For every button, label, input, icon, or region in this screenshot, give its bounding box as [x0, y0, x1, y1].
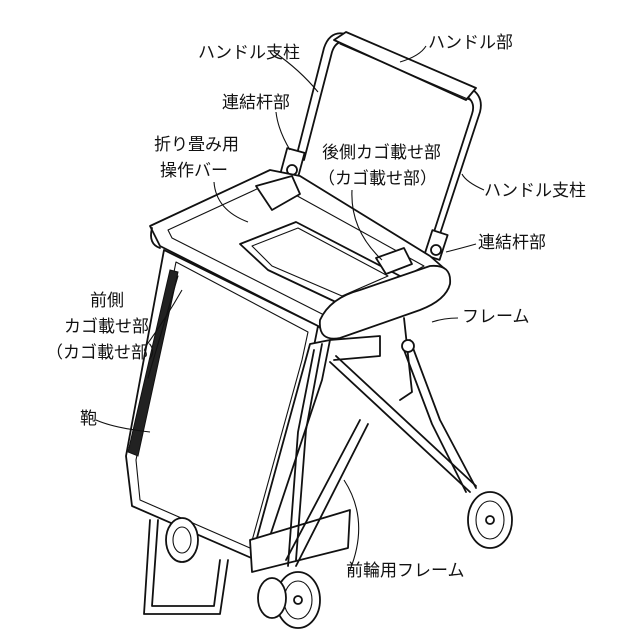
label-front-wheel-frame: 前輪用フレーム: [346, 561, 465, 581]
label-handle-post-left: ハンドル支柱: [198, 43, 300, 63]
label-front-basket-1: 前側: [90, 291, 124, 311]
label-frame: フレーム: [462, 307, 530, 327]
label-handle-post-right: ハンドル支柱: [484, 181, 586, 201]
label-rear-basket-1: 後側カゴ載せ部: [322, 142, 441, 163]
label-rear-basket-2: （カゴ載せ部）: [318, 168, 437, 189]
label-folding-bar-2: 操作バー: [160, 161, 228, 181]
label-bag: 鞄: [80, 409, 97, 429]
label-handle-part: ハンドル部: [428, 33, 513, 53]
label-folding-bar-1: 折り畳み用: [154, 135, 239, 155]
label-front-basket-3: （カゴ載せ部）: [46, 342, 165, 363]
label-link-rod-right: 連結杆部: [478, 233, 546, 253]
label-link-rod-left: 連結杆部: [222, 93, 290, 113]
label-front-basket-2: カゴ載せ部: [64, 316, 149, 337]
